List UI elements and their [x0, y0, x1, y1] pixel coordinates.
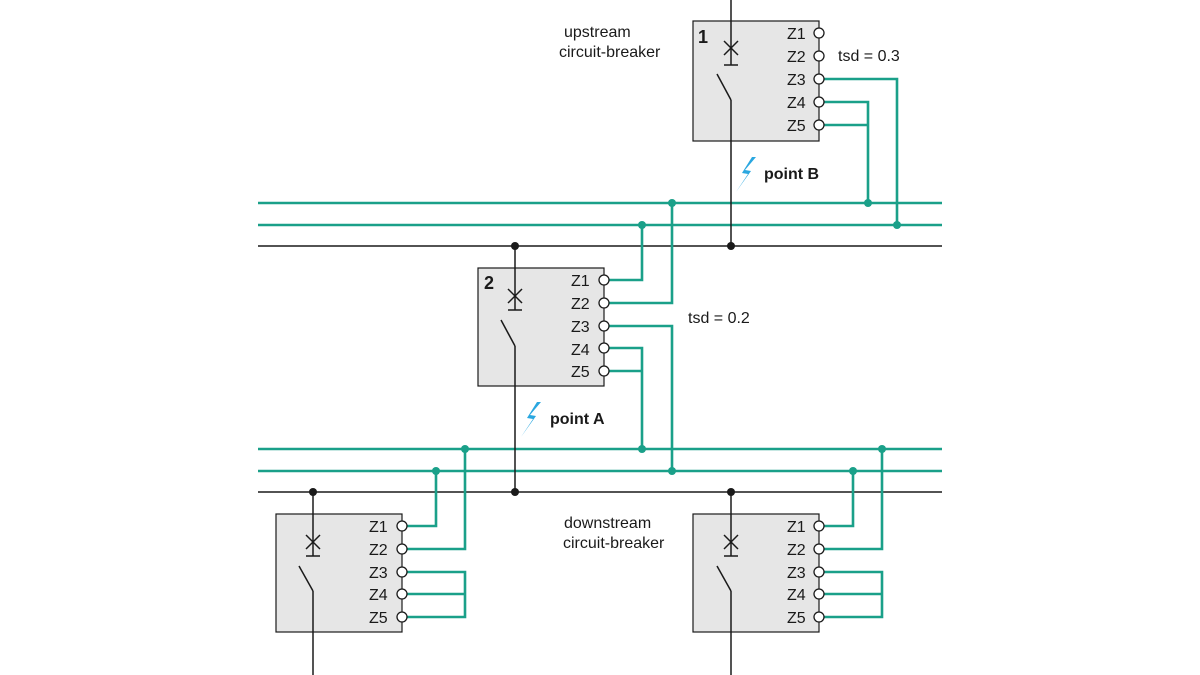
breaker-2-enclosure	[477, 267, 605, 387]
terminal-label-z3: Z3	[787, 565, 806, 582]
breaker-2-z1-wire	[604, 225, 644, 282]
terminal-label-z3: Z3	[369, 565, 388, 582]
breaker-contact-icon	[716, 40, 739, 101]
breaker-bottom-right-enclosure	[692, 513, 820, 633]
breaker-1-enclosure	[692, 20, 820, 142]
tsd-middle-label: tsd = 0.2	[688, 310, 750, 327]
breaker-bl-z1-wire	[402, 471, 438, 528]
terminal-label-z1: Z1	[787, 26, 806, 43]
breaker-2-z3-wire	[604, 324, 674, 471]
breaker-2-middle: 2 Z1 Z2 Z3 Z4 Z5	[477, 199, 676, 496]
terminal-label-z3: Z3	[571, 319, 590, 336]
terminal-label-z4: Z4	[787, 587, 806, 604]
breaker-1-z4-wire	[819, 100, 870, 203]
point-b-marker: point B	[736, 157, 819, 192]
breaker-contact-icon	[500, 288, 523, 347]
breaker-bottom-left: Z1 Z2 Z3 Z4 Z5	[275, 445, 469, 675]
upstream-label-line1: upstream	[564, 24, 631, 41]
point-b-label: point B	[764, 166, 819, 183]
breaker-bottom-left-terminals: Z1 Z2 Z3 Z4 Z5	[369, 519, 388, 627]
terminal-label-z3: Z3	[787, 72, 806, 89]
breaker-2-bottom-junction	[511, 488, 519, 496]
terminal-circle-icon	[813, 520, 825, 623]
terminal-label-z5: Z5	[571, 364, 590, 381]
breaker-2-terminals: Z1 Z2 Z3 Z4 Z5	[571, 273, 590, 381]
terminal-label-z1: Z1	[787, 519, 806, 536]
breaker-bottom-right-downstream: Z1 Z2 Z3 Z4 Z5	[692, 445, 886, 675]
breaker-1-number: 1	[698, 27, 708, 47]
breaker-bl-z2-wire	[402, 449, 467, 551]
tsd-upper-label: tsd = 0.3	[838, 48, 900, 65]
terminal-label-z1: Z1	[369, 519, 388, 536]
breaker-1-terminals: Z1 Z2 Z3 Z4 Z5	[787, 26, 806, 135]
point-a-marker: point A	[521, 402, 605, 437]
breaker-1-bus-junction	[727, 242, 735, 250]
terminal-label-z5: Z5	[787, 118, 806, 135]
breaker-contact-icon	[298, 534, 321, 592]
breaker-bottom-right-terminals: Z1 Z2 Z3 Z4 Z5	[787, 519, 806, 627]
terminal-circle-icon	[598, 274, 610, 377]
breaker-contact-icon	[716, 534, 739, 592]
terminal-label-z4: Z4	[787, 95, 806, 112]
terminal-label-z5: Z5	[369, 610, 388, 627]
terminal-label-z5: Z5	[787, 610, 806, 627]
breaker-2-number: 2	[484, 273, 494, 293]
lightning-bolt-icon	[736, 157, 756, 192]
terminal-label-z2: Z2	[369, 542, 388, 559]
lightning-bolt-icon	[521, 402, 541, 437]
upstream-label-line2: circuit-breaker	[559, 44, 661, 61]
terminal-circle-icon	[813, 27, 825, 131]
breaker-1-upstream: 1 Z1 Z2 Z3 Z4 Z5	[692, 0, 901, 250]
terminal-label-z2: Z2	[571, 296, 590, 313]
breaker-bottom-left-enclosure	[275, 513, 403, 633]
downstream-label-line1: downstream	[564, 515, 651, 532]
busbars	[258, 201, 942, 493]
breaker-br-z1-wire	[819, 471, 855, 528]
breaker-1-z3-wire	[819, 77, 899, 225]
breaker-2-z2-wire	[604, 203, 674, 305]
terminal-label-z4: Z4	[571, 342, 590, 359]
breaker-2-z4-wire	[604, 346, 644, 449]
terminal-circle-icon	[396, 520, 408, 623]
breaker-2-top-junction	[511, 242, 519, 250]
terminal-label-z2: Z2	[787, 542, 806, 559]
terminal-label-z1: Z1	[571, 273, 590, 290]
terminal-label-z4: Z4	[369, 587, 388, 604]
downstream-label-line2: circuit-breaker	[563, 535, 665, 552]
point-a-label: point A	[550, 411, 605, 428]
terminal-label-z2: Z2	[787, 49, 806, 66]
breaker-br-z2-wire	[819, 449, 884, 551]
